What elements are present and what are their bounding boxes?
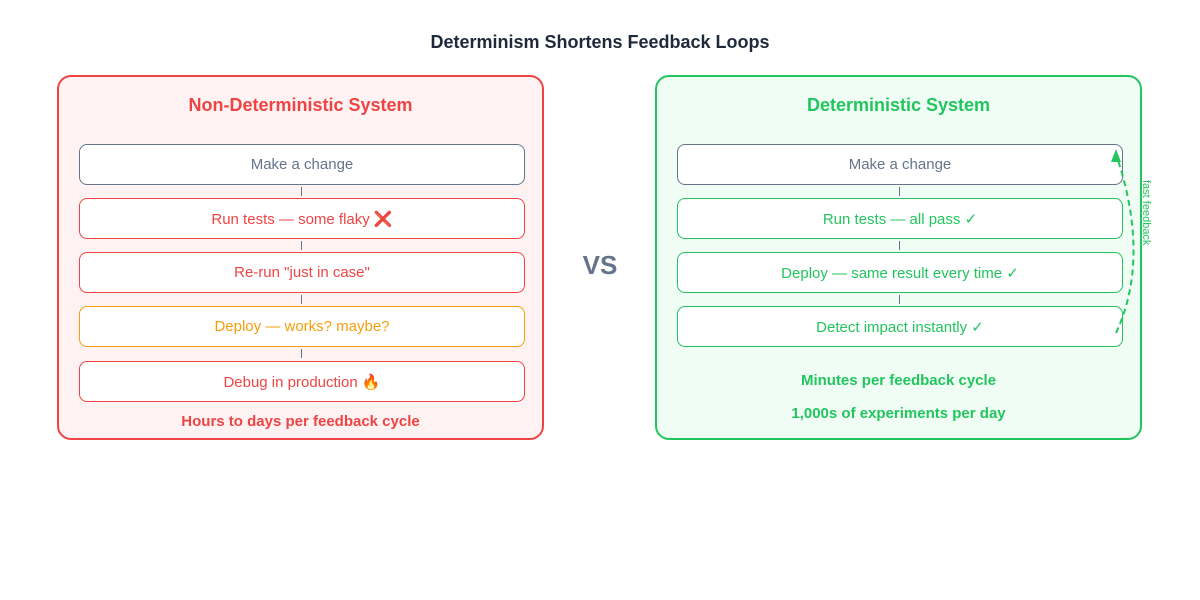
right-panel-footer-cycle: Minutes per feedback cycle <box>800 372 997 389</box>
deterministic-panel: Deterministic System Make a change Run t… <box>655 75 1142 440</box>
right-step-detect-impact: Detect impact instantly ✓ <box>677 306 1123 347</box>
connector-line <box>899 295 900 304</box>
fast-feedback-label: fast feedback <box>1140 180 1152 246</box>
connector-line <box>899 187 900 196</box>
right-step-deploy: Deploy — same result every time ✓ <box>677 252 1123 293</box>
diagram-title: Determinism Shortens Feedback Loops <box>430 32 770 52</box>
non-deterministic-panel: Non-Deterministic System Make a change R… <box>57 75 544 440</box>
right-panel-footer-experiments: 1,000s of experiments per day <box>791 405 1006 422</box>
right-panel-title: Deterministic System <box>806 95 991 115</box>
connector-line <box>301 241 302 250</box>
left-panel-footer: Hours to days per feedback cycle <box>181 413 420 430</box>
arrow-head-icon <box>1111 149 1121 162</box>
connector-line <box>301 295 302 304</box>
left-panel-title: Non-Deterministic System <box>188 95 413 115</box>
connector-line <box>301 349 302 358</box>
connector-line <box>899 241 900 250</box>
left-step-debug: Debug in production 🔥 <box>79 361 525 402</box>
left-step-make-change: Make a change <box>79 144 525 185</box>
vs-label: VS <box>582 250 618 280</box>
left-step-deploy: Deploy — works? maybe? <box>79 306 525 347</box>
connector-line <box>301 187 302 196</box>
left-step-run-tests: Run tests — some flaky ❌ <box>79 198 525 239</box>
right-step-make-change: Make a change <box>677 144 1123 185</box>
left-step-rerun: Re-run "just in case" <box>79 252 525 293</box>
right-step-run-tests: Run tests — all pass ✓ <box>677 198 1123 239</box>
